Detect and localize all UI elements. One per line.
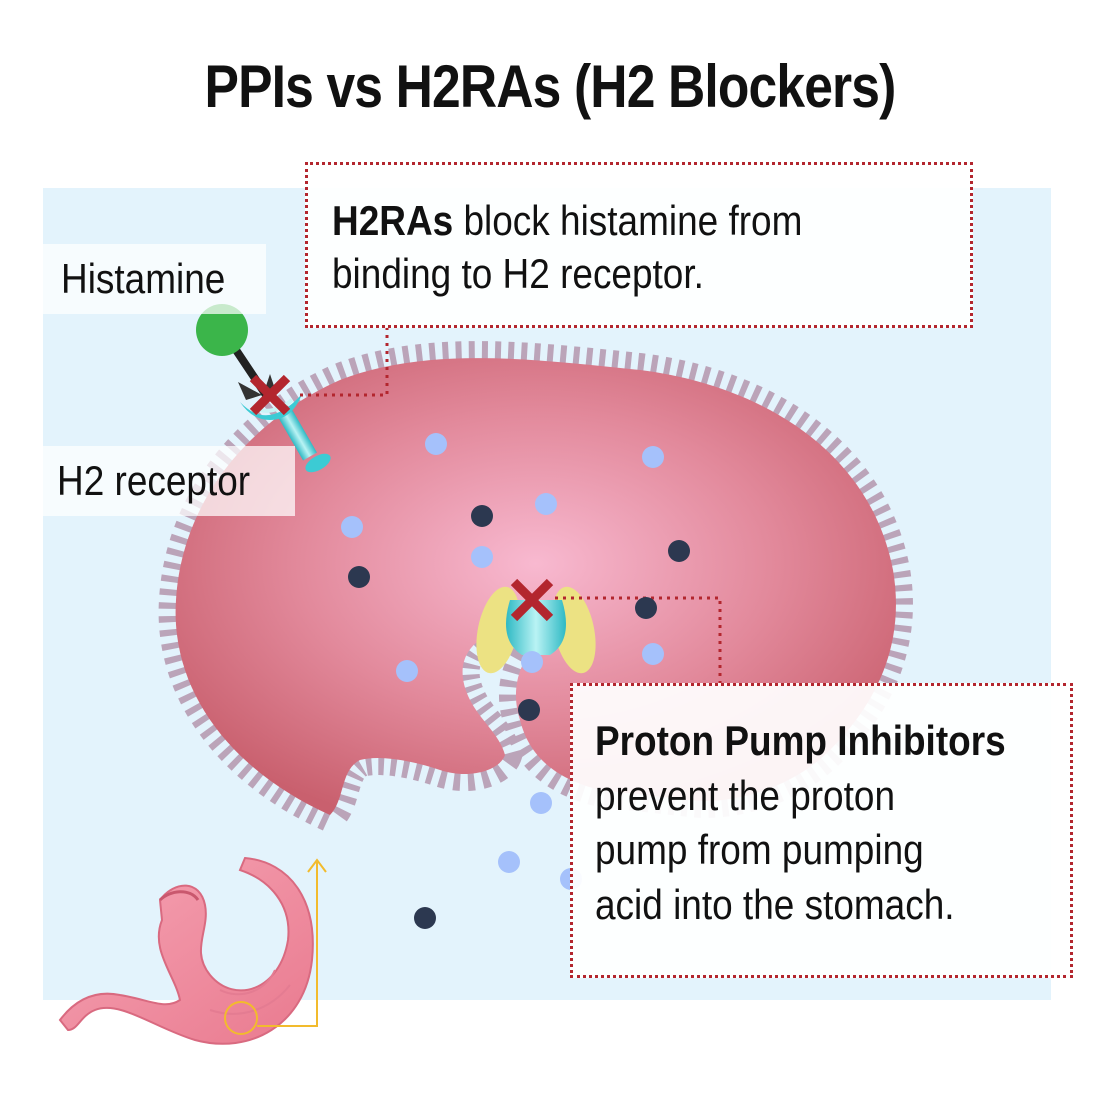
light-dot (396, 660, 418, 682)
zoom-pointer (224, 858, 327, 1035)
dark-dot (518, 699, 540, 721)
block-x-icon (510, 578, 554, 622)
particle-group (341, 433, 690, 929)
dark-dot (668, 540, 690, 562)
stomach-icon (58, 856, 314, 1045)
h2-receptor-label: H2 receptor (43, 446, 295, 517)
light-dot (425, 433, 447, 455)
ppi-callout-line: prevent the proton (595, 771, 895, 819)
light-dot (521, 651, 543, 673)
dark-dot (471, 505, 493, 527)
page-title: PPIs vs H2RAs (H2 Blockers) (204, 53, 897, 120)
histamine-label: Histamine (43, 244, 266, 315)
h2ra-callout: H2RAs block histamine from binding to H2… (305, 162, 973, 328)
ppi-callout: Proton Pump Inhibitors prevent the proto… (570, 683, 1073, 978)
light-dot (530, 792, 552, 814)
histamine-label-text: Histamine (61, 255, 226, 302)
dark-dot (414, 907, 436, 929)
dark-dot (348, 566, 370, 588)
light-dot (535, 493, 557, 515)
block-x-icon (249, 374, 291, 416)
h2ra-callout-bold: H2RAs (332, 197, 454, 244)
h2ra-callout-line1: block histamine from (453, 197, 803, 244)
light-dot (341, 516, 363, 538)
ppi-callout-line: pump from pumping (595, 826, 924, 874)
h2ra-callout-line2: binding to H2 receptor. (332, 249, 704, 297)
light-dot (642, 643, 664, 665)
ppi-callout-line: acid into the stomach. (595, 880, 955, 928)
light-dot (471, 546, 493, 568)
light-dot (642, 446, 664, 468)
ppi-callout-heading: Proton Pump Inhibitors (595, 717, 1006, 764)
dark-dot (635, 597, 657, 619)
h2-receptor-label-text: H2 receptor (57, 457, 251, 504)
light-dot (498, 851, 520, 873)
